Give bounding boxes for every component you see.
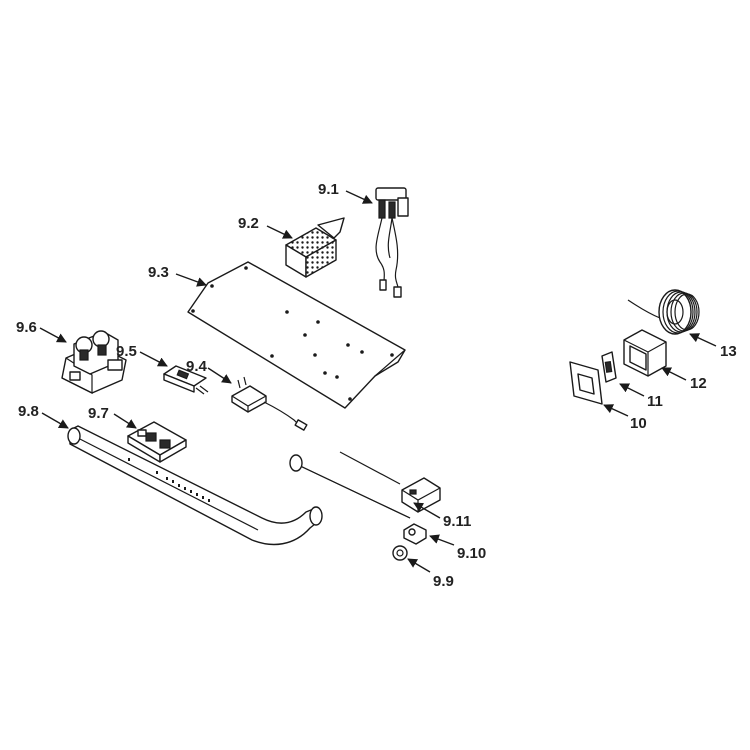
label-9-5: 9.5 <box>116 343 137 360</box>
part-wire-coil <box>627 289 700 335</box>
label-9-4: 9.4 <box>186 358 208 375</box>
part-electrical-box <box>623 329 667 377</box>
part-labels: 9.1 9.2 9.3 9.4 9.5 9.6 9.7 9.8 9.9 9.10… <box>16 181 737 590</box>
label-12: 12 <box>690 375 707 392</box>
label-9-3: 9.3 <box>148 264 169 281</box>
label-9-2: 9.2 <box>238 215 259 232</box>
leader-lines <box>39 190 717 573</box>
label-9-8: 9.8 <box>18 403 39 420</box>
part-control-board <box>127 421 187 463</box>
label-9-1: 9.1 <box>318 181 339 198</box>
part-mesh-screen <box>285 217 345 278</box>
label-10: 10 <box>630 415 647 432</box>
part-small-module <box>163 365 209 395</box>
part-wall-plate <box>569 361 603 405</box>
part-burner-tube <box>67 425 323 546</box>
label-9-11: 9.11 <box>443 513 471 530</box>
part-fitting <box>403 523 427 545</box>
part-panel-shield <box>187 261 406 409</box>
label-9-7: 9.7 <box>88 405 109 422</box>
label-13: 13 <box>720 343 737 360</box>
part-switch <box>601 351 617 383</box>
part-power-adapter <box>231 376 308 431</box>
part-gas-valve <box>61 330 127 394</box>
part-nut <box>392 545 408 561</box>
label-9-6: 9.6 <box>16 319 37 336</box>
label-11: 11 <box>647 393 663 410</box>
label-9-10: 9.10 <box>457 545 486 562</box>
label-9-9: 9.9 <box>433 573 454 590</box>
part-pilot-assembly <box>375 187 409 298</box>
